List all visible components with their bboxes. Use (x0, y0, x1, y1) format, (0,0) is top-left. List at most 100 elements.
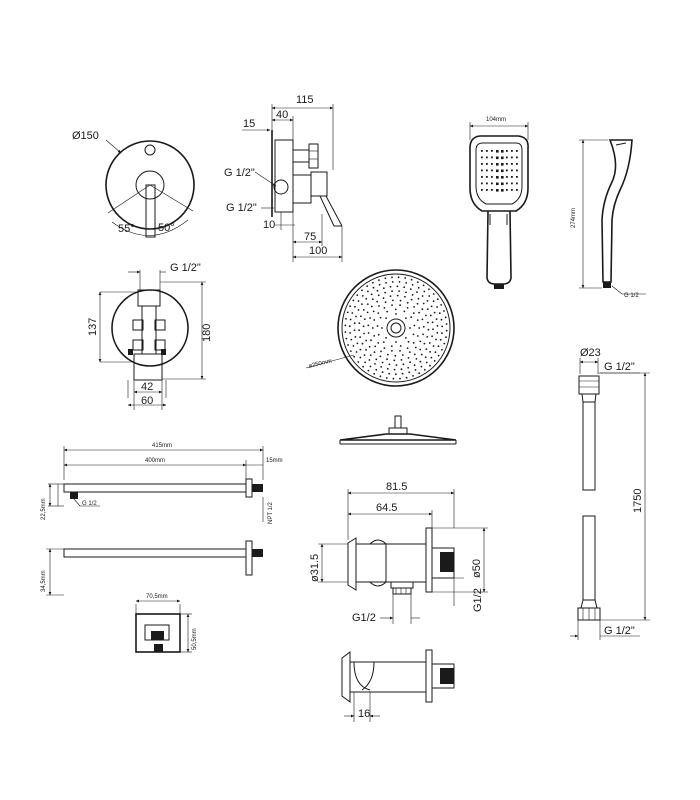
rain-nozzle-icon (399, 304, 401, 307)
handshower-nozzle-icon (481, 189, 483, 191)
side-thread-top: G 1/2" (224, 167, 255, 179)
handshower-nozzle-icon (496, 156, 499, 160)
handshower-nozzle-icon (516, 169, 518, 172)
rain-nozzle-icon (371, 298, 374, 301)
rain-shower-view: ø250mm (305, 269, 455, 387)
rain-nozzle-icon (384, 301, 387, 304)
rain-nozzle-icon (427, 328, 430, 331)
rain-nozzle-icon (441, 348, 443, 351)
rain-nozzle-icon (375, 358, 378, 361)
rain-nozzle-icon (425, 361, 428, 364)
outlet-thread-bottom: G1/2 (352, 612, 376, 624)
rain-nozzle-icon (391, 304, 393, 306)
rain-nozzle-icon (380, 350, 382, 353)
handshower-nozzle-icon (501, 176, 504, 179)
rain-nozzle-icon (379, 316, 382, 319)
handshower-nozzle-icon (511, 169, 513, 172)
handshower-nozzle-icon (486, 176, 488, 178)
rain-nozzle-icon (416, 281, 419, 283)
rain-nozzle-icon (412, 333, 415, 336)
handshower-nozzle-icon (511, 189, 513, 191)
rain-nozzle-icon (423, 290, 426, 293)
box-width-60: 60 (141, 395, 153, 407)
handshower-nozzle-icon (501, 163, 504, 166)
rain-nozzle-icon (445, 336, 447, 339)
rain-nozzle-icon (412, 342, 415, 344)
handshower-nozzle-icon (481, 156, 483, 159)
rain-nozzle-icon (422, 325, 425, 328)
rain-nozzle-icon (376, 289, 379, 292)
handshower-nozzle-icon (486, 182, 488, 185)
rain-nozzle-icon (363, 332, 365, 335)
rain-nozzle-icon (427, 321, 429, 324)
rain-nozzle-icon (407, 357, 410, 359)
rain-nozzle-icon (421, 295, 424, 297)
rain-nozzle-icon (350, 338, 353, 341)
rain-nozzle-icon (436, 325, 439, 327)
rain-nozzle-icon (407, 366, 410, 369)
rain-nozzle-icon (403, 286, 406, 289)
shower-arm-top-view: 415mm 400mm 15mm 22,5mm G 1/2 NPT 1/2 (41, 443, 283, 524)
rain-nozzle-icon (404, 295, 406, 298)
rain-nozzle-icon (371, 327, 374, 329)
rain-nozzle-icon (421, 308, 424, 311)
side-depth-100: 100 (309, 245, 327, 257)
handshower-nozzle-icon (506, 182, 508, 185)
rain-nozzle-icon (415, 358, 418, 360)
rain-nozzle-icon (426, 308, 429, 310)
rain-nozzle-icon (399, 377, 401, 380)
rain-nozzle-icon (366, 285, 369, 288)
handshower-nozzle-icon (501, 182, 504, 186)
rain-nozzle-icon (437, 354, 440, 357)
rain-nozzle-icon (361, 303, 363, 305)
rain-nozzle-icon (433, 311, 436, 314)
rain-nozzle-icon (357, 361, 360, 363)
rain-nozzle-icon (369, 317, 371, 319)
rain-nozzle-icon (386, 358, 388, 361)
outlet-diameter-315: ø31.5 (309, 554, 321, 582)
rain-nozzle-icon (373, 351, 376, 354)
rain-nozzle-icon (439, 338, 442, 341)
handshower-nozzle-icon (511, 163, 513, 165)
handshower-nozzle-icon (501, 189, 504, 192)
rain-nozzle-icon (419, 348, 422, 351)
rain-nozzle-icon (418, 327, 421, 329)
handshower-length-label: 274mm (571, 208, 577, 228)
rain-nozzle-icon (374, 363, 376, 365)
rain-nozzle-icon (413, 353, 416, 356)
outlet-size-16: 16 (358, 708, 370, 720)
handshower-nozzle-icon (516, 156, 518, 159)
rain-nozzle-icon (431, 335, 433, 338)
rain-nozzle-icon (416, 302, 419, 305)
handshower-nozzle-icon (516, 182, 518, 185)
rain-nozzle-icon (401, 372, 404, 375)
rain-nozzle-icon (378, 279, 380, 281)
rain-nozzle-icon (393, 368, 396, 371)
rain-nozzle-icon (396, 285, 399, 288)
rain-nozzle-icon (414, 369, 417, 371)
side-depth-75: 75 (304, 231, 316, 243)
rain-nozzle-icon (372, 310, 375, 313)
arm-length-15: 15mm (266, 458, 283, 464)
rain-nozzle-icon (367, 369, 370, 372)
rain-nozzle-icon (428, 342, 431, 344)
handshower-nozzle-icon (496, 163, 499, 166)
rain-nozzle-icon (347, 344, 349, 346)
rain-nozzle-icon (389, 295, 392, 297)
rain-nozzle-icon (418, 372, 420, 375)
rain-nozzle-icon (445, 329, 448, 332)
rain-nozzle-icon (436, 306, 438, 308)
rain-nozzle-icon (351, 312, 354, 314)
handshower-nozzle-icon (511, 156, 513, 159)
rain-nozzle-icon (348, 325, 351, 328)
handshower-nozzle-icon (481, 176, 483, 178)
rain-nozzle-icon (405, 291, 407, 294)
rain-nozzle-icon (429, 314, 432, 317)
rain-nozzle-icon (370, 305, 373, 308)
rain-nozzle-icon (435, 318, 438, 320)
rain-nozzle-icon (368, 345, 371, 348)
rain-nozzle-icon (434, 351, 437, 354)
handshower-nozzle-icon (501, 169, 504, 173)
rain-nozzle-icon (425, 348, 428, 350)
